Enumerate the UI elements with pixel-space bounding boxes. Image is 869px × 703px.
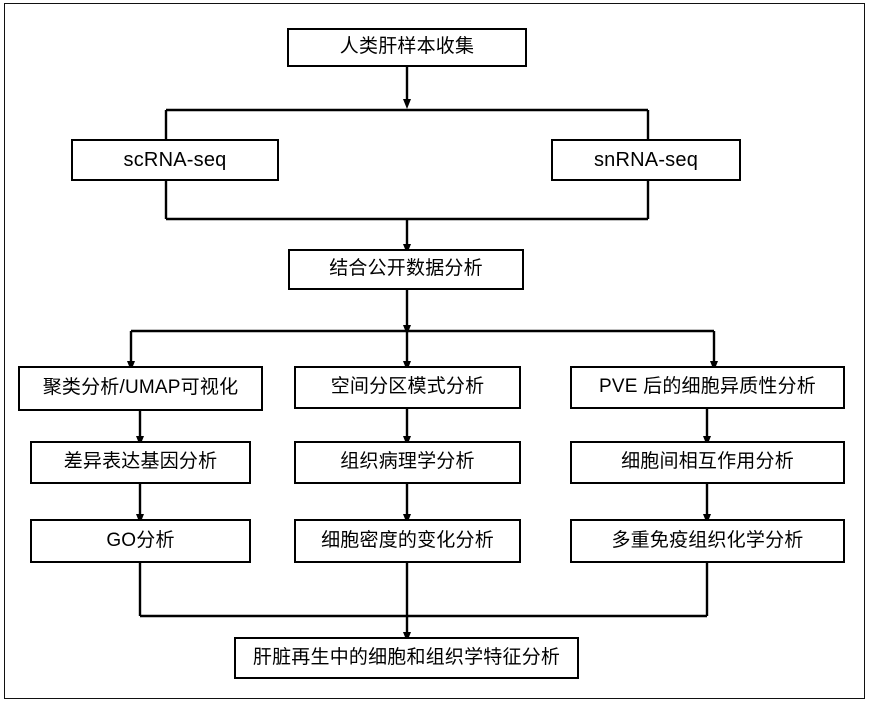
node-cell-interaction-label: 细胞间相互作用分析 xyxy=(621,451,794,473)
node-snrna-seq[interactable]: snRNA-seq xyxy=(551,139,741,181)
node-sample-collection-label: 人类肝样本收集 xyxy=(339,36,475,58)
node-scrna-seq-label: scRNA-seq xyxy=(123,149,227,171)
node-multiplex-ihc[interactable]: 多重免疫组织化学分析 xyxy=(570,519,845,563)
node-deg-analysis-label: 差异表达基因分析 xyxy=(63,451,218,473)
node-snrna-seq-label: snRNA-seq xyxy=(593,149,699,171)
node-go-analysis-label: GO分析 xyxy=(106,529,175,551)
node-spatial-zonation[interactable]: 空间分区模式分析 xyxy=(294,366,521,409)
node-cell-interaction[interactable]: 细胞间相互作用分析 xyxy=(570,441,845,484)
node-deg-analysis[interactable]: 差异表达基因分析 xyxy=(30,441,251,484)
node-pve-heterogeneity[interactable]: PVE 后的细胞异质性分析 xyxy=(570,366,845,409)
node-spatial-zonation-label: 空间分区模式分析 xyxy=(330,376,485,398)
node-cell-density[interactable]: 细胞密度的变化分析 xyxy=(294,519,521,563)
node-public-data[interactable]: 结合公开数据分析 xyxy=(288,249,524,290)
node-histopathology-label: 组织病理学分析 xyxy=(340,451,475,473)
node-histopathology[interactable]: 组织病理学分析 xyxy=(294,441,521,484)
node-public-data-label: 结合公开数据分析 xyxy=(329,258,483,280)
node-multiplex-ihc-label: 多重免疫组织化学分析 xyxy=(611,529,804,551)
node-scrna-seq[interactable]: scRNA-seq xyxy=(71,139,279,181)
node-sample-collection[interactable]: 人类肝样本收集 xyxy=(287,28,527,67)
node-clustering-umap-label: 聚类分析/UMAP可视化 xyxy=(42,377,239,399)
node-final-summary[interactable]: 肝脏再生中的细胞和组织学特征分析 xyxy=(234,637,579,679)
node-go-analysis[interactable]: GO分析 xyxy=(30,519,251,563)
node-clustering-umap[interactable]: 聚类分析/UMAP可视化 xyxy=(18,366,263,411)
node-pve-heterogeneity-label: PVE 后的细胞异质性分析 xyxy=(599,376,816,398)
node-final-summary-label: 肝脏再生中的细胞和组织学特征分析 xyxy=(252,646,561,668)
node-cell-density-label: 细胞密度的变化分析 xyxy=(321,529,494,551)
